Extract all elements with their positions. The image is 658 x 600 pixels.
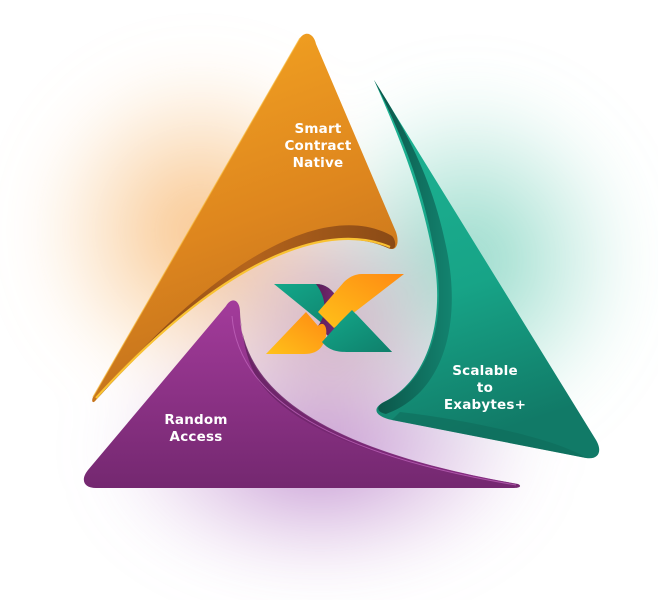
segment-random-access xyxy=(83,300,521,488)
label-scalable-to-exabytes: Scalable to Exabytes+ xyxy=(435,363,535,414)
label-line: Scalable xyxy=(452,363,518,379)
label-line: Native xyxy=(292,155,344,171)
x-logo-icon xyxy=(266,274,404,354)
label-line: Smart xyxy=(294,121,342,137)
label-line: Exabytes+ xyxy=(443,397,527,413)
segment-smart-contract-native xyxy=(92,33,398,403)
segment-scalable-to-exabytes xyxy=(374,80,600,459)
label-line: Access xyxy=(169,429,223,445)
label-line: Random xyxy=(164,412,228,428)
label-smart-contract-native: Smart Contract Native xyxy=(268,121,368,172)
label-random-access: Random Access xyxy=(146,412,246,446)
label-line: to xyxy=(476,380,494,396)
label-line: Contract xyxy=(284,138,352,154)
